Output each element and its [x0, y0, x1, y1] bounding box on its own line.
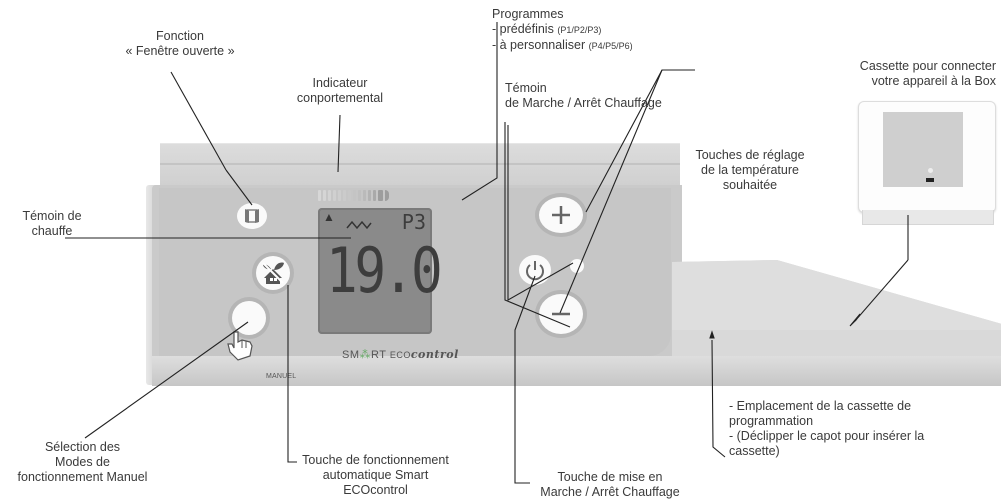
box-connection-cassette — [858, 101, 996, 225]
cassette-led — [928, 168, 933, 173]
label-line: Programmes — [492, 7, 564, 21]
label-text: - à personnaliser — [492, 38, 586, 52]
power-icon — [526, 261, 544, 281]
label-line: Modes de — [55, 455, 110, 469]
label-touche-marche: Touche de mise en Marche / Arrêt Chauffa… — [535, 470, 685, 500]
label-line: « Fenêtre ouverte » — [125, 44, 235, 58]
label-line: automatique Smart — [322, 468, 429, 482]
open-window-icon — [245, 209, 259, 223]
label-touche-auto: Touche de fonctionnement automatique Sma… — [298, 453, 453, 498]
cassette-foot — [862, 210, 994, 225]
brand-art: RT — [371, 349, 387, 361]
label-programmes: Programmes - prédéfinis (P1/P2/P3) - à p… — [492, 7, 633, 54]
label-emplacement: - Emplacement de la cassette de programm… — [729, 399, 924, 459]
cassette-slot-cover-shape — [672, 260, 1001, 362]
label-line: Sélection des — [44, 440, 121, 454]
label-line: Témoin — [505, 81, 547, 95]
label-line: - Emplacement de la cassette de — [729, 399, 912, 413]
manual-label: MANUEL — [266, 373, 297, 380]
label-text-small: (P4/P5/P6) — [588, 41, 633, 51]
label-line: ECOcontrol — [343, 483, 408, 497]
label-line: votre appareil à la Box — [871, 74, 996, 88]
label-indicateur: Indicateur conportemental — [285, 76, 395, 106]
behaviour-indicator — [318, 190, 389, 201]
label-line: Touche de mise en — [557, 470, 663, 484]
label-line: Touches de réglage — [695, 148, 805, 162]
cassette-window — [883, 112, 963, 187]
label-line: Touche de fonctionnement — [302, 453, 449, 467]
smart-eco-auto-button[interactable] — [256, 256, 290, 290]
label-line: cassette) — [729, 444, 780, 458]
device-top-cover — [160, 143, 680, 189]
brand-control: control — [410, 348, 459, 361]
temperature-display: 19.0 — [326, 234, 443, 307]
label-line: fonctionnement Manuel — [17, 470, 148, 484]
brand-logo: SM⁂RT ECOcontrol — [342, 348, 459, 361]
label-line: de Marche / Arrêt Chauffage — [505, 96, 662, 110]
minus-icon — [552, 312, 570, 316]
program-indicator: P3 — [401, 210, 426, 234]
label-temoin-marche: Témoin de Marche / Arrêt Chauffage — [505, 81, 662, 111]
label-line: Indicateur — [312, 76, 368, 90]
device-bottom-strip — [152, 356, 1001, 386]
heating-wave-icon — [346, 220, 372, 230]
label-line: - prédéfinis (P1/P2/P3) — [492, 22, 633, 38]
label-line: Témoin de — [22, 209, 82, 223]
label-line: - à personnaliser (P4/P5/P6) — [492, 38, 633, 54]
label-line: Fonction — [156, 29, 204, 43]
eco-house-leaf-icon — [262, 262, 284, 284]
label-cassette-box: Cassette pour connecter votre appareil à… — [810, 59, 996, 89]
hand-pointer-icon — [227, 331, 253, 361]
label-line: Cassette pour connecter — [859, 59, 996, 73]
label-line: de la température — [701, 163, 799, 177]
label-temoin-chauffe: Témoin de chauffe — [12, 209, 92, 239]
label-text-small: (P1/P2/P3) — [557, 25, 602, 35]
label-selection-modes: Sélection des Modes de fonctionnement Ma… — [0, 440, 165, 485]
plus-icon — [552, 206, 570, 224]
heating-status-led — [570, 259, 584, 273]
lcd-display: ▲ P3 19.0 — [318, 208, 443, 334]
brand-leaf-icon: ⁂ — [359, 349, 371, 361]
label-line: conportemental — [296, 91, 384, 105]
device-top-edge — [160, 163, 680, 165]
label-line: Marche / Arrêt Chauffage — [540, 485, 680, 499]
mode-arrow-icon: ▲ — [323, 210, 335, 224]
label-fenetre-ouverte: Fonction « Fenêtre ouverte » — [120, 29, 240, 59]
brand-eco: ECO — [389, 350, 411, 360]
window-open-function — [237, 203, 267, 229]
temperature-plus-button[interactable] — [539, 197, 583, 233]
label-line: souhaitée — [722, 178, 778, 192]
label-line: programmation — [729, 414, 814, 428]
brand-smart: SM — [342, 349, 360, 361]
label-line: - (Déclipper le capot pour insérer la — [729, 429, 925, 443]
cassette-button[interactable] — [926, 178, 934, 182]
power-on-off-button[interactable] — [519, 255, 551, 285]
temperature-minus-button[interactable] — [539, 294, 583, 334]
label-touches-reglage: Touches de réglage de la température sou… — [690, 148, 810, 193]
label-text: - prédéfinis — [492, 22, 554, 36]
label-line: chauffe — [31, 224, 73, 238]
